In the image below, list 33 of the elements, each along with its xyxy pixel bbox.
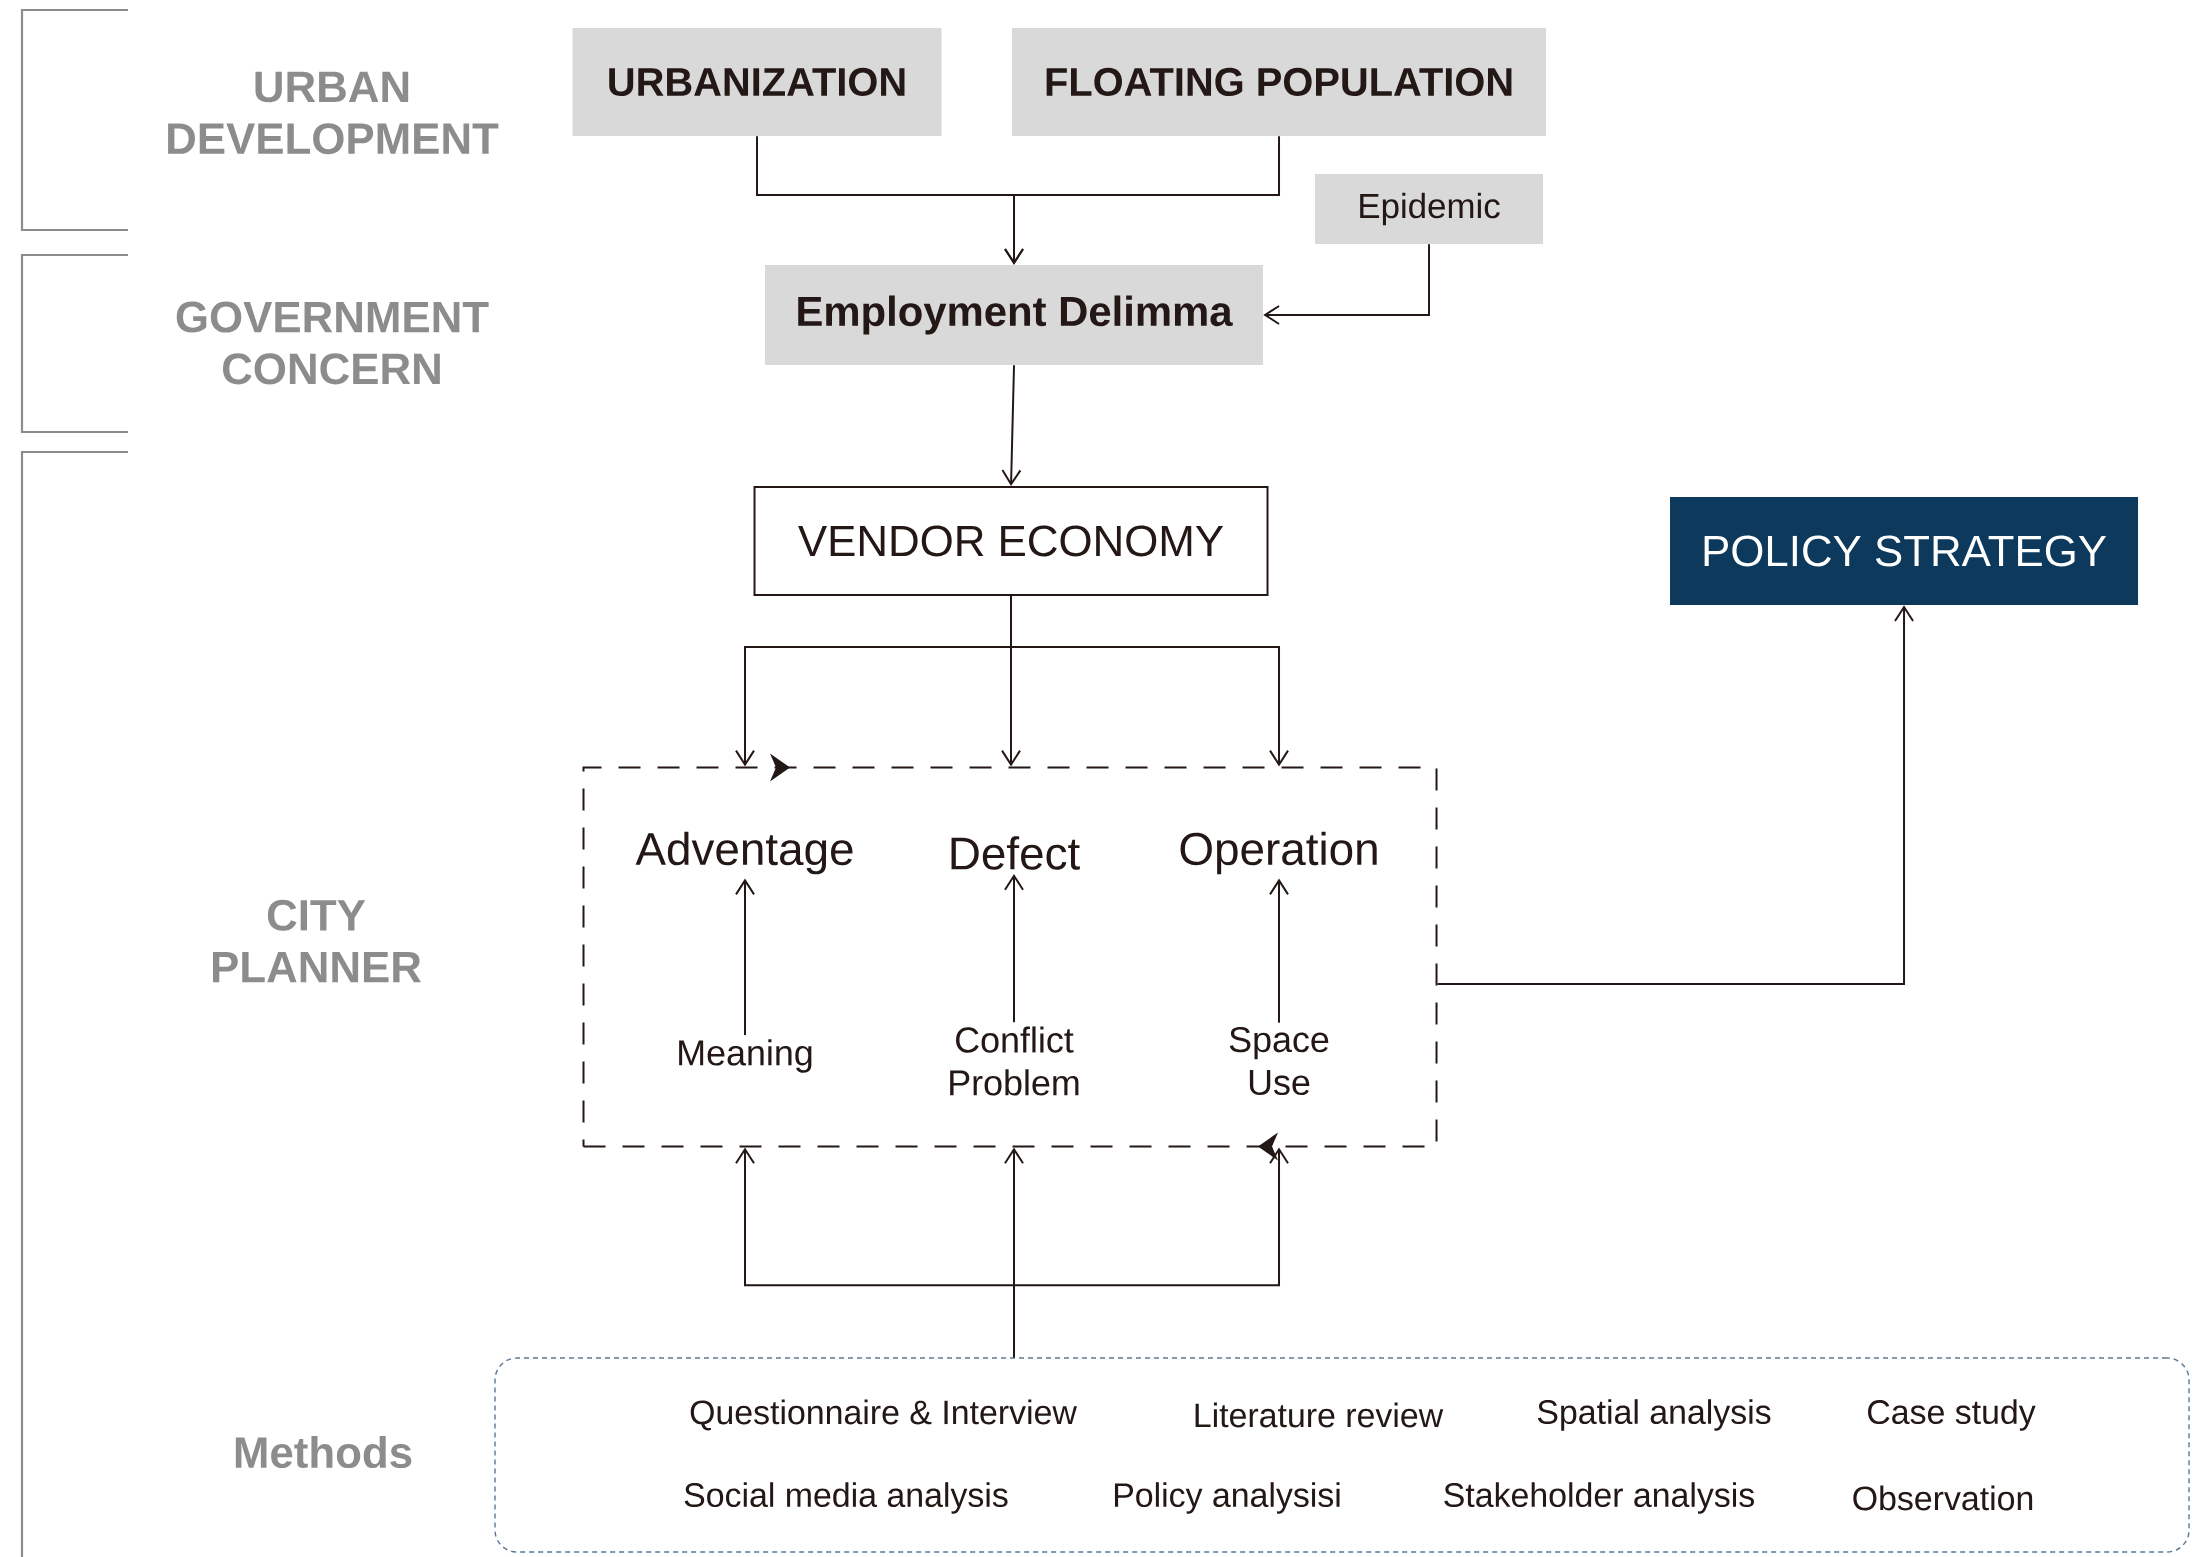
arrow (1263, 243, 1430, 325)
arrow (1013, 1147, 1289, 1359)
method-label: Policy analysisi (1114, 1482, 1340, 1514)
process-box: URBANIZATION (572, 28, 942, 136)
node-label: Defect (951, 836, 1080, 870)
method-label: Literature review (1195, 1402, 1444, 1428)
method-label: Observation (1853, 1485, 2033, 1511)
node-label: Operation (1180, 831, 1377, 875)
method-label: Social media analysis (684, 1482, 1008, 1514)
dashed-box (582, 753, 1438, 1161)
method-label: Questionnaire & Interview (690, 1399, 1077, 1431)
process-box: Epidemic (1315, 174, 1543, 244)
method-label: Stakeholder analysis (1444, 1482, 1754, 1514)
process-box: FLOATING POPULATION (1012, 28, 1546, 136)
arrow (1004, 135, 1280, 265)
result-box: POLICY STRATEGY (1670, 497, 2139, 605)
method-label: Spatial analysis (1537, 1399, 1771, 1431)
section-label: GOVERNMENT CONCERN (176, 301, 489, 385)
process-box: Employment Delimma (765, 265, 1263, 365)
arrow (1001, 364, 1022, 486)
node-label: Adventage (635, 831, 853, 875)
arrow (1269, 878, 1289, 1024)
section-label: URBAN DEVELOPMENT (168, 71, 499, 155)
arrow (735, 878, 755, 1037)
arrow (1004, 873, 1024, 1024)
arrow (1436, 605, 1915, 985)
section-label: CITY PLANNER (213, 899, 421, 983)
method-label: Case study (1868, 1399, 2036, 1431)
node-label: Conflict Problem (950, 1026, 1079, 1096)
section-label: Methods (235, 1435, 412, 1469)
node-label: Space Use (1229, 1026, 1329, 1096)
node-label: Meaning (679, 1039, 812, 1073)
process-box: VENDOR ECONOMY (753, 486, 1269, 596)
